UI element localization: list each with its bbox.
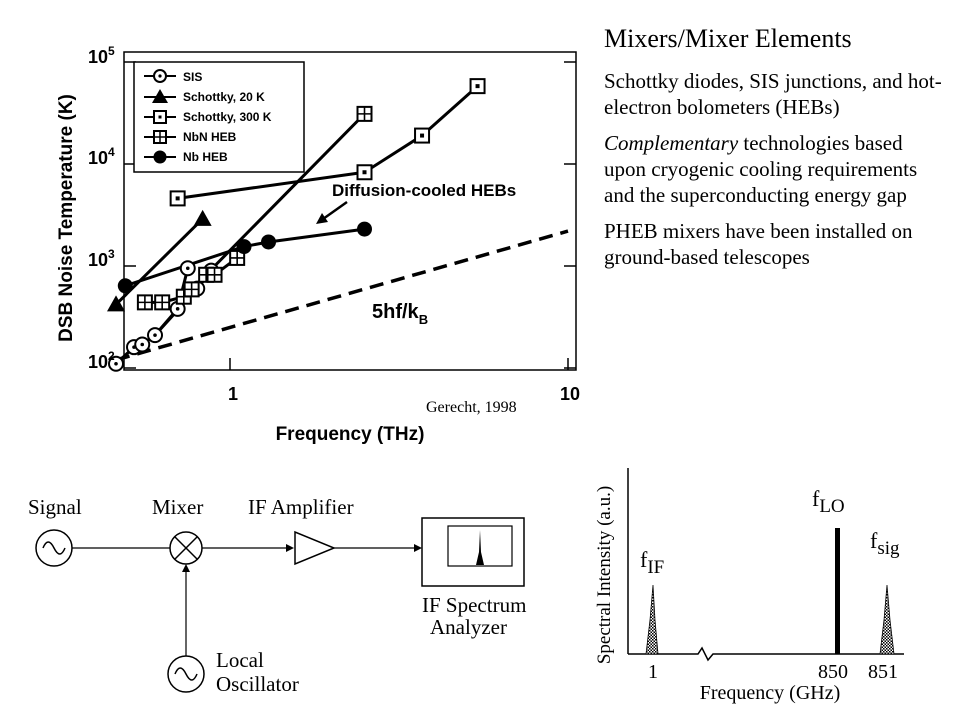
series-markers [107, 78, 486, 372]
bullet-text: PHEB mixers have been installed on groun… [604, 219, 913, 269]
schottky-20k-marker [193, 209, 212, 226]
analyzer-label-line1: IF Spectrum [422, 593, 526, 617]
text-panel: Mixers/Mixer Elements Schottky diodes, S… [604, 24, 944, 280]
mixer-label: Mixer [152, 495, 203, 519]
nbn-heb-marker-cross [155, 295, 170, 310]
nbn-heb-marker-cross [357, 106, 372, 121]
lo-label-line1: Local [216, 648, 264, 672]
peak-label-lo: fLO [812, 486, 845, 517]
legend-label-schottky-300k: Schottky, 300 K [183, 110, 272, 124]
sis-marker-dot [175, 307, 180, 311]
tick-label-851: 851 [868, 661, 898, 683]
spectrum-x-label: Frequency (GHz) [700, 682, 841, 704]
bullet-emphasis: Complementary [604, 131, 739, 155]
nb-heb-marker [261, 234, 277, 250]
if-amplifier-label: IF Amplifier [248, 495, 354, 519]
x-axis-title: Frequency (THz) [276, 424, 425, 445]
series-line [421, 85, 479, 137]
legend-marker-schottky-20k [152, 89, 168, 103]
sis-marker-dot [114, 361, 118, 366]
y-tick-labels: 102 103 104 105 [88, 44, 115, 372]
peak-label-if: fIF [640, 547, 664, 578]
nbn-heb-marker-cross [137, 295, 152, 310]
lo-peak [835, 528, 840, 654]
tick-label-1: 1 [648, 661, 658, 683]
legend-label-nb-heb: Nb HEB [183, 150, 228, 164]
nbn-heb-marker-cross [184, 282, 199, 297]
nb-heb-marker [117, 278, 133, 294]
series-line [190, 112, 366, 291]
spectrum-y-label: Spectral Intensity (a.u.) [594, 486, 615, 664]
legend: SIS Schottky, 20 K Schottky, 300 K NbN H… [133, 61, 305, 173]
y-tick-label: 103 [88, 247, 115, 270]
sis-marker-dot [153, 333, 157, 337]
annotation-diffusion-hebs: Diffusion-cooled HEBs [332, 181, 516, 200]
nbn-heb-marker-cross [230, 250, 245, 265]
y-axis-title: DSB Noise Temperature (K) [56, 94, 77, 342]
quantum-limit-line [115, 229, 569, 362]
series-line [363, 134, 423, 174]
plot-frame [123, 51, 577, 371]
signal-label: Signal [28, 495, 82, 519]
y-tick-label: 105 [88, 44, 115, 67]
analyzer-label-line2: Analyzer [430, 615, 507, 639]
lo-label-line2: Oscillator [216, 672, 299, 696]
schottky-300k-marker-dot [362, 170, 367, 175]
bullet-text-rest: technologies based upon cryogenic coolin… [604, 131, 918, 207]
noise-temperature-chart: 102 103 104 105 1 10 DSB Noise Temperatu… [56, 44, 580, 445]
legend-marker-nb-heb [153, 150, 167, 164]
if-peak [645, 584, 659, 655]
peak-label-sig: fsig [870, 528, 900, 559]
series-line [177, 170, 365, 200]
nb-heb-marker [236, 239, 252, 255]
tick-label-850: 850 [818, 661, 848, 683]
sis-marker-dot [185, 266, 190, 271]
schottky-300k-marker-dot [420, 133, 425, 138]
figure-credit: Gerecht, 1998 [426, 399, 517, 416]
nb-heb-marker [357, 221, 373, 237]
annotation-arrowhead [316, 213, 328, 224]
nbn-heb-marker-cross [207, 267, 222, 282]
legend-label-nbn-heb: NbN HEB [183, 130, 237, 144]
mixer-block-diagram: Signal Mixer IF Amplifier IF Spectrum An… [28, 495, 526, 696]
annotation-arrow [322, 200, 348, 221]
y-tick-label: 104 [88, 145, 115, 168]
x-axis-broken [628, 646, 904, 662]
x-tick-label: 10 [560, 384, 580, 404]
bullet-text: Complementary technologies based upon cr… [604, 130, 944, 208]
amplifier-icon [294, 530, 336, 566]
bullet-text: Schottky diodes, SIS junctions, and hot-… [604, 69, 942, 119]
sig-peak [879, 584, 895, 655]
spectrum-chart: Spectral Intensity (a.u.) Frequency (GHz… [594, 468, 904, 704]
legend-label-schottky-20k: Schottky, 20 K [183, 90, 265, 104]
series-line [268, 227, 365, 244]
schottky-300k-marker-dot [175, 196, 180, 201]
legend-label-sis: SIS [183, 70, 202, 84]
slide-title: Mixers/Mixer Elements [604, 24, 852, 53]
quantum-limit-line-segment [115, 229, 569, 362]
sis-marker-dot [140, 342, 145, 347]
x-tick-label: 1 [228, 384, 238, 404]
schottky-300k-marker-dot [475, 84, 480, 89]
quantum-limit-label: 5hf/kB [372, 301, 428, 327]
analyzer-peak [476, 530, 484, 565]
schottky-20k-marker [107, 295, 126, 312]
